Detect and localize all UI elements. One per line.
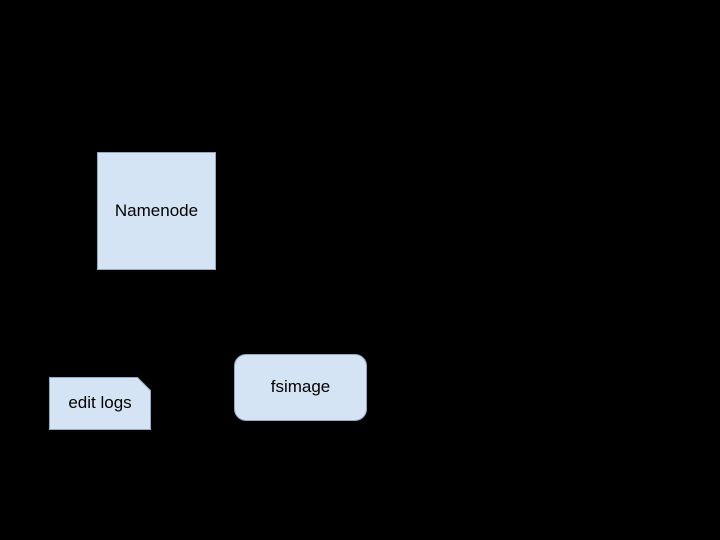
- node-namenode-label: Namenode: [114, 200, 199, 220]
- node-fsimage-label: fsimage: [270, 377, 331, 397]
- node-namenode[interactable]: Namenode: [97, 152, 216, 270]
- node-edit-logs[interactable]: edit logs: [49, 377, 151, 430]
- node-fsimage[interactable]: fsimage: [234, 354, 367, 421]
- node-edit-logs-label: edit logs: [68, 393, 132, 413]
- note-shape-icon: [49, 377, 151, 430]
